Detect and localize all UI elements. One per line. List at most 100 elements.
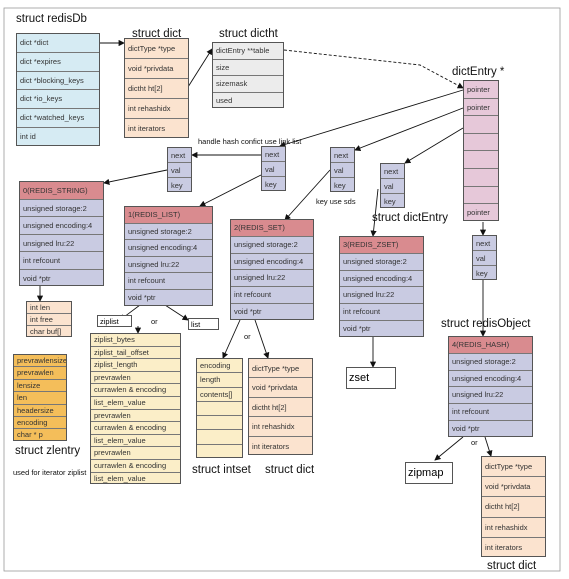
robj-zset-row: 3(REDIS_ZSET) bbox=[340, 237, 423, 254]
robj-string-row: unsigned encoding:4 bbox=[20, 217, 103, 235]
ziplist-fields-row: prevrawlen bbox=[91, 447, 180, 460]
zlentry-fields-row: len bbox=[14, 392, 66, 405]
dictht-fields-row: size bbox=[213, 60, 283, 76]
zlentry-title: struct zlentry bbox=[15, 445, 81, 457]
key-sds-note: key use sds bbox=[316, 197, 356, 206]
dict-fields-row: int rehashidx bbox=[482, 518, 545, 538]
zlentry-note: used for iterator ziplist bbox=[13, 468, 87, 477]
ziplist-tag: ziplist bbox=[97, 315, 132, 327]
conflict-note: handle hash confict use link list bbox=[198, 137, 302, 146]
robj-string-row: int refcount bbox=[20, 252, 103, 270]
robj-set-row: void *ptr bbox=[234, 306, 262, 316]
entry-array-row bbox=[464, 116, 498, 134]
intset-fields-row bbox=[197, 402, 242, 417]
list-tag: list bbox=[188, 318, 219, 330]
robj-set-row: unsigned storage:2 bbox=[231, 237, 313, 254]
robj-zset-row: void *ptr bbox=[343, 323, 371, 333]
robj-hash-row: 4(REDIS_HASH) bbox=[449, 337, 532, 354]
entry-triplet-row: val bbox=[331, 163, 354, 178]
entry-triplet-row: key bbox=[476, 269, 488, 278]
dict-fields-row: dictht ht[2] bbox=[249, 398, 312, 418]
robj-hash-row: unsigned encoding:4 bbox=[449, 371, 532, 388]
robj-set-row: unsigned lru:22 bbox=[231, 270, 313, 288]
zset-tag: zset bbox=[346, 367, 396, 389]
dict-fields-row: int iterators bbox=[128, 124, 166, 133]
dict-fields-row: dictht ht[2] bbox=[125, 79, 188, 99]
entry-triplet-row: key bbox=[171, 181, 183, 190]
ziplist-fields-row: ziplist_tail_offset bbox=[91, 347, 180, 360]
dict-fields-row: dictType *type bbox=[125, 39, 188, 59]
robj-string-row: void *ptr bbox=[23, 273, 51, 283]
intset-fields-row: length bbox=[197, 373, 242, 388]
robj-set-row: 2(REDIS_SET) bbox=[231, 220, 313, 237]
entry-triplet-row: next bbox=[168, 148, 191, 163]
robj-string-row: 0(REDIS_STRING) bbox=[20, 182, 103, 200]
ziplist-fields-row: list_elem_value bbox=[91, 435, 180, 448]
ziplist-fields-row: currawlen & encoding bbox=[91, 422, 180, 435]
zlentry-fields-row: encoding bbox=[14, 417, 66, 430]
dict-fields-row: void *privdata bbox=[482, 477, 545, 498]
intset-fields-row: encoding bbox=[197, 359, 242, 374]
robj-zset-row: unsigned encoding:4 bbox=[340, 271, 423, 288]
dictht-fields-row: sizemask bbox=[213, 76, 283, 93]
redisdb-row: dict *dict bbox=[17, 34, 99, 53]
entry-array-row: pointer bbox=[464, 81, 498, 99]
sds-fields-row: int len bbox=[27, 302, 71, 314]
entry-array-row bbox=[464, 151, 498, 169]
dict-fields-row: dictType *type bbox=[482, 457, 545, 478]
redisdb-title: struct redisDb bbox=[16, 13, 87, 25]
ziplist-fields-row: prevrawlen bbox=[91, 410, 180, 423]
entry-array-row bbox=[464, 187, 498, 205]
dict-fields-row: int iterators bbox=[485, 542, 523, 552]
dict-fields-row: int rehashidx bbox=[249, 417, 312, 437]
sds-fields-row: int free bbox=[27, 314, 71, 326]
robj-list-row: unsigned lru:22 bbox=[125, 257, 212, 274]
ziplist-fields-row: ziplist_length bbox=[91, 359, 180, 372]
set-dict-title: struct dict bbox=[265, 464, 315, 476]
ziplist-fields-row: prevrawlen bbox=[91, 372, 180, 385]
robj-set-row: int refcount bbox=[231, 287, 313, 304]
zlentry-fields-row: lensize bbox=[14, 380, 66, 393]
robj-hash-row: unsigned storage:2 bbox=[449, 354, 532, 371]
robj-list-row: 1(REDIS_LIST) bbox=[125, 207, 212, 224]
robj-zset-row: unsigned lru:22 bbox=[340, 287, 423, 305]
ziplist-fields-row: currawlen & encoding bbox=[91, 384, 180, 397]
dict-fields-row: int iterators bbox=[252, 441, 290, 451]
entry-triplet-row: key bbox=[265, 180, 277, 189]
entry-triplet-row: next bbox=[331, 148, 354, 163]
dict-fields-row: void *privdata bbox=[249, 378, 312, 398]
robj-set-row: unsigned encoding:4 bbox=[231, 254, 313, 271]
entry-triplet-row: val bbox=[381, 179, 404, 194]
robj-hash-row: void *ptr bbox=[452, 423, 480, 433]
entry-triplet-row: val bbox=[473, 251, 496, 266]
dict-fields-row: int rehashidx bbox=[125, 99, 188, 119]
or-label-set: or bbox=[244, 332, 251, 341]
zlentry-fields-row: prevrawlen bbox=[14, 367, 66, 380]
entry-array-row: pointer bbox=[467, 208, 490, 218]
zlentry-fields-row: prevrawlensize bbox=[14, 355, 66, 368]
sds-fields-row: char buf[] bbox=[30, 327, 62, 336]
intset-fields-row bbox=[197, 416, 242, 431]
intset-fields-row: contents[] bbox=[197, 388, 242, 402]
or-label-list: or bbox=[151, 317, 158, 326]
robj-hash-row: unsigned lru:22 bbox=[449, 387, 532, 405]
hash-dict-title: struct dict bbox=[487, 560, 537, 572]
or-label-hash: or bbox=[471, 438, 478, 447]
dict-fields-row: dictType *type bbox=[249, 359, 312, 379]
robj-list-row: void *ptr bbox=[128, 292, 156, 302]
dictentry-array-title: dictEntry * bbox=[452, 66, 505, 78]
